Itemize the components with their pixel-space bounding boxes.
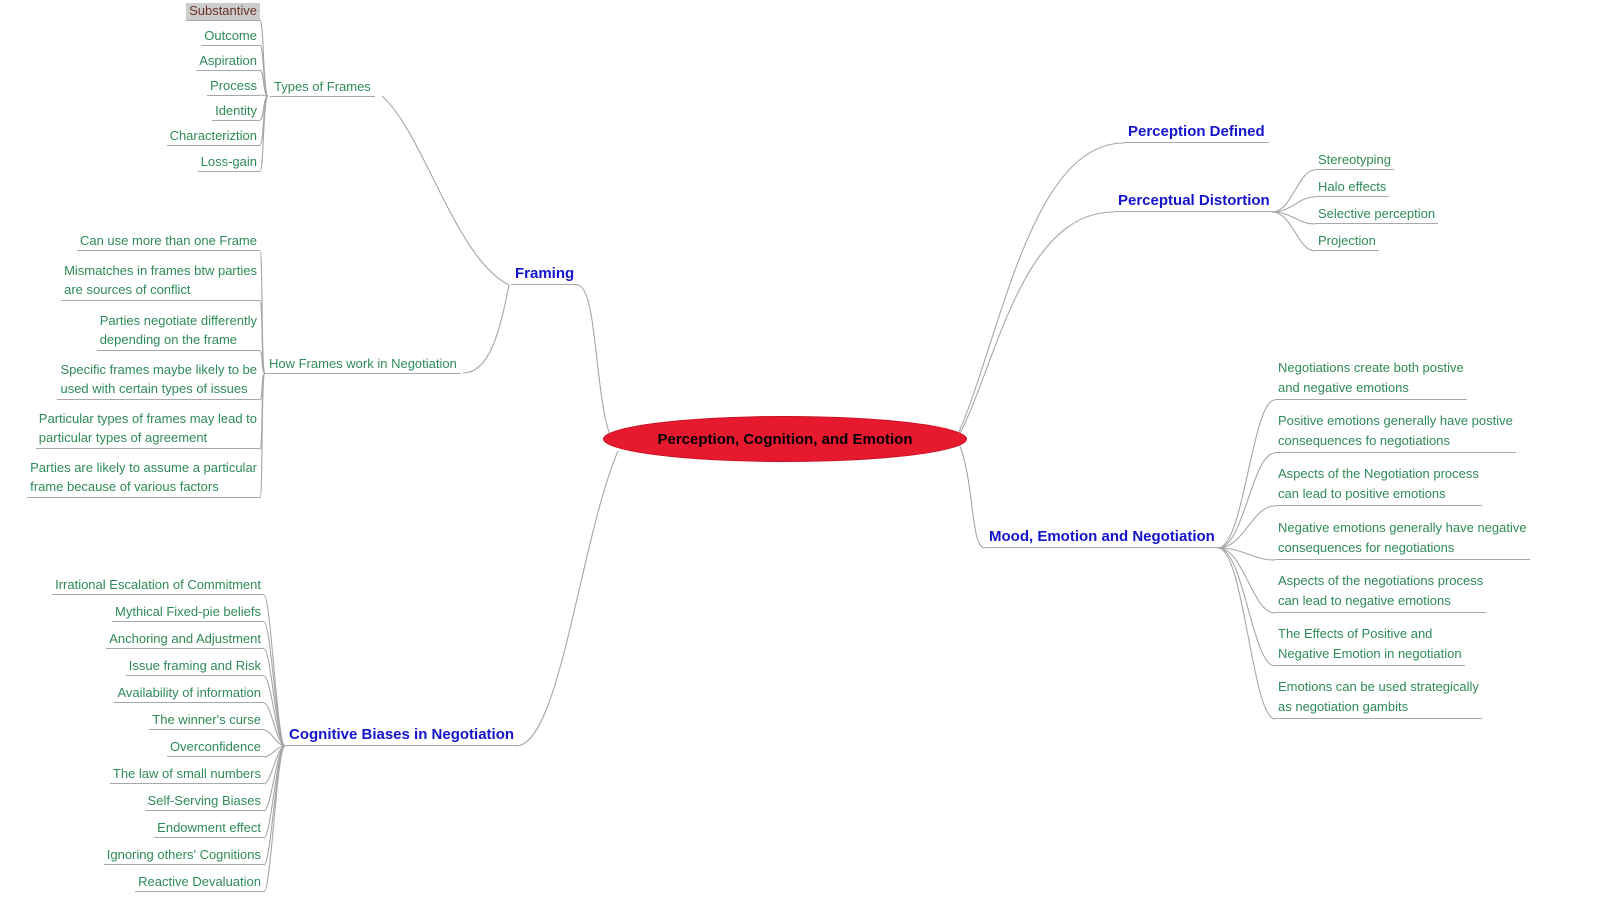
leaf-node[interactable]: Aspects of the negotiations process can … (1275, 571, 1487, 613)
leaf-node[interactable]: Outcome (201, 28, 260, 46)
leaf-node[interactable]: Specific frames maybe likely to be used … (57, 360, 260, 400)
leaf-node[interactable]: Reactive Devaluation (135, 874, 264, 892)
topic-perception-defined[interactable]: Perception Defined (1124, 122, 1269, 143)
leaf-node[interactable]: Parties are likely to assume a particula… (27, 458, 260, 498)
leaf-node[interactable]: Negative emotions generally have negativ… (1275, 518, 1530, 560)
leaf-node[interactable]: Availability of information (114, 685, 264, 703)
leaf-node[interactable]: Particular types of frames may lead to p… (35, 409, 260, 449)
leaf-node[interactable]: Parties negotiate differently depending … (96, 311, 260, 351)
leaf-node[interactable]: Irrational Escalation of Commitment (52, 577, 264, 595)
leaf-node[interactable]: Overconfidence (166, 739, 264, 757)
central-topic[interactable]: Perception, Cognition, and Emotion (603, 416, 967, 462)
leaf-substantive-selected[interactable]: Substantive (186, 3, 260, 21)
topic-framing[interactable]: Framing (511, 264, 579, 285)
leaf-node[interactable]: Endowment effect (154, 820, 264, 838)
leaf-node[interactable]: Positive emotions generally have postive… (1275, 411, 1516, 453)
leaf-node[interactable]: Can use more than one Frame (76, 233, 260, 251)
leaf-node[interactable]: Process (207, 78, 260, 96)
leaf-node[interactable]: Mythical Fixed-pie beliefs (112, 604, 264, 622)
leaf-node[interactable]: Emotions can be used strategically as ne… (1275, 677, 1482, 719)
leaf-node[interactable]: Loss-gain (197, 154, 260, 172)
topic-perceptual-distortion[interactable]: Perceptual Distortion (1114, 191, 1274, 212)
leaf-node[interactable]: The Effects of Positive and Negative Emo… (1275, 624, 1465, 666)
leaf-node[interactable]: Characteriztion (166, 128, 260, 146)
leaf-node[interactable]: Issue framing and Risk (125, 658, 264, 676)
leaf-node[interactable]: Identity (212, 103, 260, 121)
leaf-node[interactable]: Projection (1315, 233, 1379, 251)
leaf-node[interactable]: Stereotyping (1315, 152, 1394, 170)
leaf-node[interactable]: Ignoring others' Cognitions (103, 847, 264, 865)
topic-cognitive-biases[interactable]: Cognitive Biases in Negotiation (285, 725, 519, 746)
leaf-node[interactable]: The law of small numbers (109, 766, 264, 784)
leaf-node[interactable]: Halo effects (1315, 179, 1390, 197)
leaf-node[interactable]: Selective perception (1315, 206, 1439, 224)
leaf-node[interactable]: Self-Serving Biases (144, 793, 264, 811)
leaf-node[interactable]: Aspiration (196, 53, 260, 71)
leaf-node[interactable]: Aspects of the Negotiation process can l… (1275, 464, 1482, 506)
leaf-node[interactable]: Negotiations create both postive and neg… (1275, 358, 1467, 400)
subtopic-how-frames-work[interactable]: How Frames work in Negotiation (265, 356, 461, 374)
leaf-node[interactable]: Anchoring and Adjustment (106, 631, 264, 649)
subtopic-types-of-frames[interactable]: Types of Frames (270, 79, 375, 97)
leaf-node[interactable]: Mismatches in frames btw parties are sou… (61, 261, 260, 301)
topic-mood-emotion-negotiation[interactable]: Mood, Emotion and Negotiation (985, 527, 1219, 548)
leaf-node[interactable]: The winner's curse (149, 712, 264, 730)
